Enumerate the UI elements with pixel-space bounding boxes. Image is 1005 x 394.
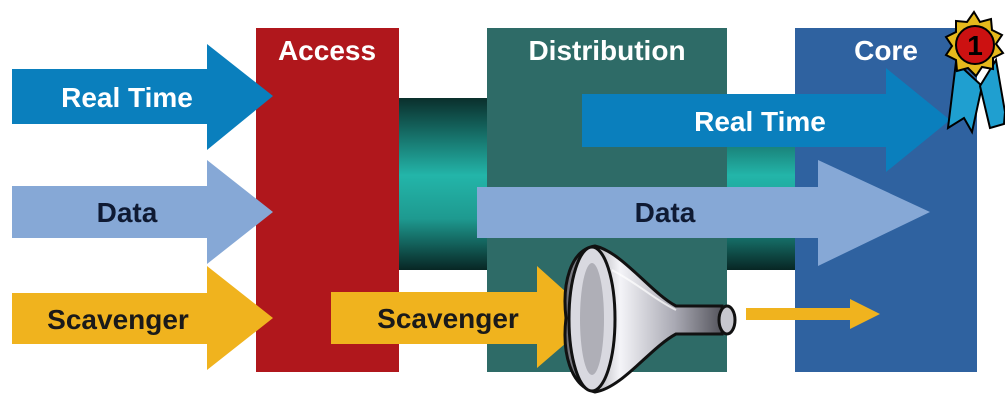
access-layer-label: Access [278, 35, 376, 66]
award-number: 1 [967, 30, 983, 61]
distribution-layer-label: Distribution [528, 35, 685, 66]
data-input-arrow [12, 160, 273, 264]
data-core-arrow [477, 160, 930, 266]
award-ribbon-icon: 1 [944, 10, 1005, 135]
real-time-input-arrow [12, 44, 273, 150]
data-input-label: Data [97, 197, 158, 228]
real-time-core-arrow [582, 68, 950, 172]
scavenger-distribution-label: Scavenger [377, 303, 519, 334]
data-core-label: Data [635, 197, 696, 228]
core-layer-label: Core [854, 35, 918, 66]
scavenger-input-label: Scavenger [47, 304, 189, 335]
funnel-icon [563, 244, 737, 394]
scavenger-output-arrow [746, 299, 880, 329]
scavenger-distribution-arrow [331, 266, 595, 368]
real-time-input-label: Real Time [61, 82, 193, 113]
scavenger-input-arrow [12, 266, 273, 370]
real-time-core-label: Real Time [694, 106, 826, 137]
